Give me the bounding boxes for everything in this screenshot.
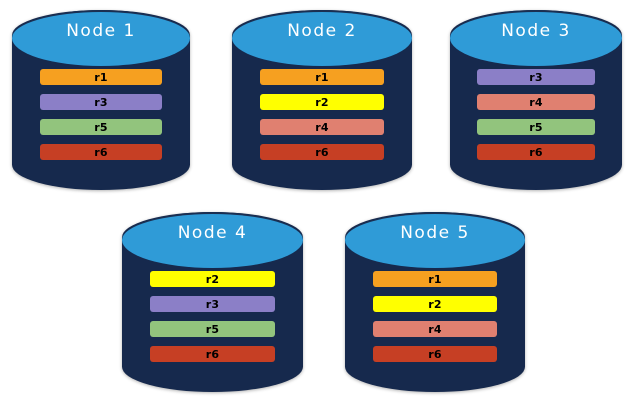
replica-label: r6 xyxy=(529,145,543,159)
replica-bar-r6[interactable]: r6 xyxy=(372,346,498,363)
replica-label: r6 xyxy=(315,145,329,159)
replica-bar-r2[interactable]: r2 xyxy=(150,271,275,288)
replica-label: r5 xyxy=(94,120,108,134)
replica-list: r1 r3 r5 r6 xyxy=(39,69,163,161)
replica-label: r2 xyxy=(315,95,329,109)
replica-label: r1 xyxy=(428,272,442,286)
cylinder-top-ellipse xyxy=(12,10,190,66)
replica-bar-r6[interactable]: r6 xyxy=(150,346,275,363)
database-node-5[interactable]: Node 5 r1 r2 r4 r6 xyxy=(345,212,525,392)
replica-label: r4 xyxy=(529,95,543,109)
replica-bar-r4[interactable]: r4 xyxy=(372,321,498,338)
replica-label: r3 xyxy=(529,70,543,84)
replica-label: r1 xyxy=(94,70,108,84)
replica-label: r4 xyxy=(315,120,329,134)
node-label: Node 4 xyxy=(177,222,248,243)
database-node-2[interactable]: Node 2 r1 r2 r4 r6 xyxy=(232,10,412,190)
replica-bar-r1[interactable]: r1 xyxy=(39,69,163,86)
cylinder-top-ellipse xyxy=(232,10,412,66)
replica-bar-r1[interactable]: r1 xyxy=(259,69,385,86)
replica-list: r2 r3 r5 r6 xyxy=(150,271,275,363)
replica-list: r1 r2 r4 r6 xyxy=(372,271,498,363)
replica-bar-r3[interactable]: r3 xyxy=(39,94,163,111)
replica-label: r3 xyxy=(94,95,108,109)
replica-list: r3 r4 r5 r6 xyxy=(476,69,596,161)
replica-label: r6 xyxy=(205,347,220,361)
replica-label: r5 xyxy=(529,120,543,134)
replica-label: r2 xyxy=(428,297,442,311)
replica-bar-r6[interactable]: r6 xyxy=(476,144,596,161)
node-label: Node 3 xyxy=(501,20,571,41)
replica-label: r5 xyxy=(205,322,220,336)
replica-bar-r3[interactable]: r3 xyxy=(150,296,275,313)
node-label: Node 5 xyxy=(400,222,470,243)
replica-label: r2 xyxy=(205,272,220,286)
cylinder-top-ellipse xyxy=(122,212,303,268)
replica-bar-r3[interactable]: r3 xyxy=(476,69,596,86)
node-label: Node 1 xyxy=(66,20,136,41)
cylinder-top-ellipse xyxy=(450,10,622,66)
node-label: Node 2 xyxy=(287,20,357,41)
replica-bar-r2[interactable]: r2 xyxy=(259,94,385,111)
replica-bar-r6[interactable]: r6 xyxy=(259,144,385,161)
replica-bar-r4[interactable]: r4 xyxy=(476,94,596,111)
replica-bar-r5[interactable]: r5 xyxy=(150,321,275,338)
replica-bar-r6[interactable]: r6 xyxy=(39,144,163,161)
replica-bar-r4[interactable]: r4 xyxy=(259,119,385,136)
replica-bar-r5[interactable]: r5 xyxy=(476,119,596,136)
database-node-4[interactable]: Node 4 r2 r3 r5 r6 xyxy=(122,212,303,392)
replica-label: r3 xyxy=(205,297,220,311)
replica-label: r1 xyxy=(315,70,329,84)
database-node-3[interactable]: Node 3 r3 r4 r5 r6 xyxy=(450,10,622,190)
replica-bar-r5[interactable]: r5 xyxy=(39,119,163,136)
replica-label: r6 xyxy=(94,145,108,159)
replica-bar-r1[interactable]: r1 xyxy=(372,271,498,288)
replica-list: r1 r2 r4 r6 xyxy=(259,69,385,161)
replica-bar-r2[interactable]: r2 xyxy=(372,296,498,313)
database-node-1[interactable]: Node 1 r1 r3 r5 r6 xyxy=(12,10,190,190)
replica-label: r4 xyxy=(428,322,442,336)
cylinder-top-ellipse xyxy=(345,212,525,268)
replica-label: r6 xyxy=(428,347,442,361)
